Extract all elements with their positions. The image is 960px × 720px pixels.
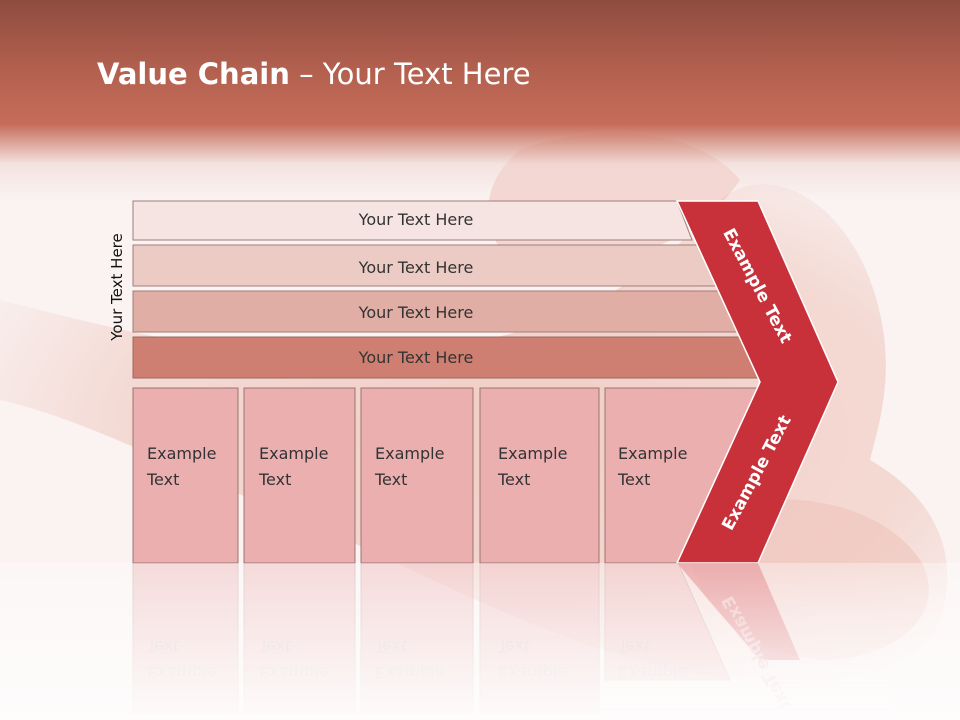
band-2: Your Text Here: [132, 244, 718, 287]
column-5-line2: Text: [617, 470, 650, 489]
column-1-line1: Example: [147, 444, 216, 463]
column-2-line2: Text: [258, 470, 291, 489]
column-3-line1: Example: [375, 444, 444, 463]
column-1: Example Text: [132, 387, 239, 564]
column-3-box: [360, 387, 474, 564]
reflection-fade: [0, 563, 960, 720]
band-1: Your Text Here: [132, 200, 693, 241]
band-3: Your Text Here: [132, 290, 741, 333]
column-3-line2: Text: [374, 470, 407, 489]
column-2: Example Text: [243, 387, 356, 564]
margin-arrow-shape: [675, 200, 839, 564]
band-4-label: Your Text Here: [358, 348, 474, 367]
column-2-line1: Example: [259, 444, 328, 463]
title-rest: – Your Text Here: [289, 57, 531, 91]
column-3: Example Text: [360, 387, 474, 564]
margin-arrow: Example Text Example Text: [675, 200, 839, 564]
column-1-box: [132, 387, 239, 564]
band-2-label: Your Text Here: [358, 258, 474, 277]
column-1-line2: Text: [146, 470, 179, 489]
diagram-reflection: Example Text Example Text Example Text E…: [0, 563, 960, 720]
header-band: [0, 0, 960, 200]
column-4-line2: Text: [497, 470, 530, 489]
column-4-box: [479, 387, 600, 564]
slide-title: Value Chain – Your Text Here: [97, 54, 531, 94]
band-4: Your Text Here: [132, 336, 764, 379]
band-3-label: Your Text Here: [358, 303, 474, 322]
band-1-label: Your Text Here: [358, 210, 474, 229]
column-4: Example Text: [479, 387, 600, 564]
column-4-line1: Example: [498, 444, 567, 463]
band-1-shape: [132, 200, 693, 241]
column-2-box: [243, 387, 356, 564]
title-bold: Value Chain: [97, 57, 290, 91]
column-5-line1: Example: [618, 444, 687, 463]
